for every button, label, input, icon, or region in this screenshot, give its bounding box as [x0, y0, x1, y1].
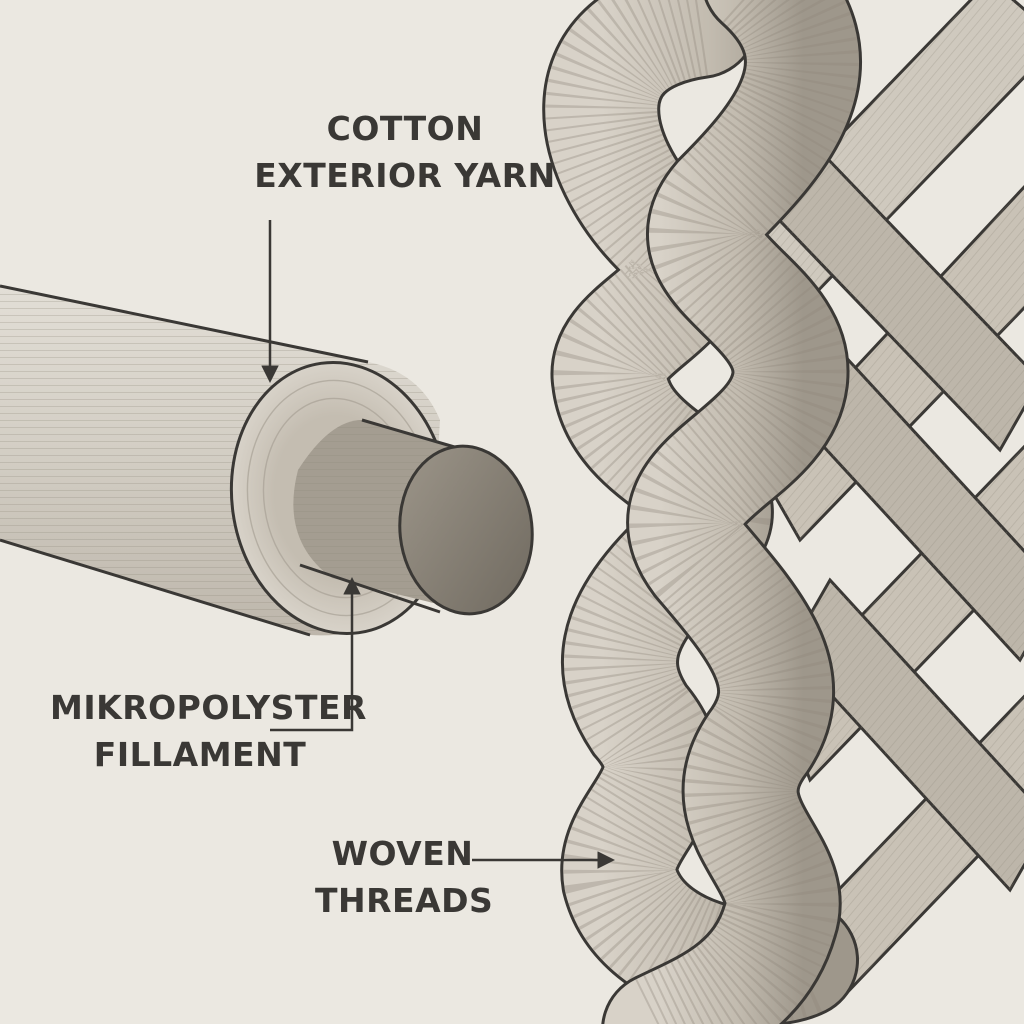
cable-cross-section: [0, 284, 534, 637]
leader-lines: [261, 220, 615, 869]
woven-label-line-1: WOVEN: [331, 834, 474, 873]
cotton-yarn-label: COTTON EXTERIOR YARN: [240, 105, 570, 199]
cotton-label-line-1: COTTON: [326, 109, 484, 148]
filament-core-end: [398, 444, 534, 616]
woven-threads-label: WOVEN THREADS: [315, 830, 494, 924]
filament-label: MIKROPOLYSTER FILLAMENT: [50, 684, 367, 778]
cotton-label-line-2: EXTERIOR YARN: [254, 156, 556, 195]
filament-label-line-1: MIKROPOLYSTER: [50, 688, 367, 727]
filament-leader-arrow: [270, 577, 361, 732]
woven-braid: [542, 0, 1024, 1024]
filament-label-line-2: FILLAMENT: [93, 735, 307, 774]
woven-label-line-2: THREADS: [315, 881, 494, 920]
